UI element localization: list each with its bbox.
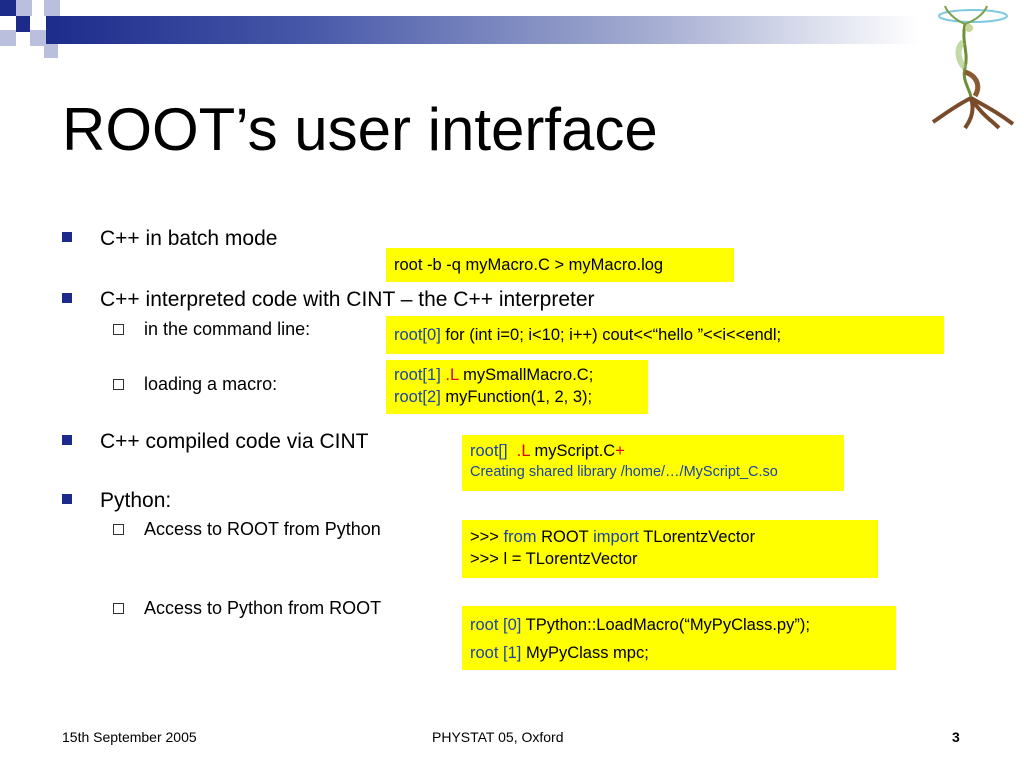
hollow-square-bullet-icon — [113, 323, 124, 335]
filled-square-bullet-icon — [62, 435, 72, 446]
hollow-square-bullet-icon — [113, 602, 124, 614]
subbullet-command-line: in the command line: — [113, 318, 310, 340]
code-line: root [1] MyPyClass mpc; — [470, 639, 888, 667]
code-box-macro: root[1] .L mySmallMacro.C; root[2] myFun… — [386, 360, 648, 414]
code-text: TLorentzVector — [638, 528, 756, 546]
code-box-pyroot: root [0] TPython::LoadMacro(“MyPyClass.p… — [462, 606, 896, 670]
bullet-python: Python: — [62, 488, 171, 514]
bullet-text: Python: — [100, 489, 172, 512]
code-box-compiled: root[] .L myScript.C+ Creating shared li… — [462, 435, 844, 491]
code-text: MyPyClass mpc; — [521, 644, 649, 662]
prompt-text: root[1] — [394, 366, 441, 384]
bullet-text: C++ interpreted code with CINT – the C++… — [100, 288, 595, 311]
prompt-text: root[] — [470, 442, 508, 460]
bullet-interpreted: C++ interpreted code with CINT – the C++… — [62, 287, 595, 313]
filled-square-bullet-icon — [62, 293, 72, 304]
subbullet-text: loading a macro: — [144, 374, 278, 394]
filled-square-bullet-icon — [62, 494, 72, 505]
deco-square — [0, 0, 16, 16]
code-line: root[] .L myScript.C+ — [470, 440, 836, 462]
keyword-text: .L — [516, 442, 530, 460]
code-text: myFunction(1, 2, 3); — [440, 388, 593, 406]
code-text: ROOT — [536, 528, 594, 546]
bullet-text: C++ compiled code via CINT — [100, 430, 369, 453]
subbullet-python-from-root: Access to Python from ROOT — [113, 597, 381, 619]
code-text: >>> l = TLorentzVector — [470, 550, 638, 568]
hollow-square-bullet-icon — [113, 523, 124, 535]
root-tree-figure-logo — [931, 5, 1015, 130]
deco-square — [16, 16, 32, 32]
code-text: TPython::LoadMacro(“MyPyClass.py”); — [521, 616, 810, 634]
hollow-square-bullet-icon — [113, 378, 124, 390]
compile-message: Creating shared library /home/…/MyScript… — [470, 464, 778, 480]
subbullet-loading-macro: loading a macro: — [113, 373, 277, 395]
deco-square — [0, 30, 16, 46]
header-gradient-bar — [40, 16, 920, 44]
code-text: root -b -q myMacro.C > myMacro.log — [394, 256, 664, 274]
deco-square — [44, 44, 58, 58]
deco-square — [44, 0, 60, 16]
bullet-text: C++ in batch mode — [100, 227, 278, 250]
bullet-compiled: C++ compiled code via CINT — [62, 429, 368, 455]
code-line: root [0] TPython::LoadMacro(“MyPyClass.p… — [470, 611, 888, 639]
deco-square — [30, 16, 46, 32]
filled-square-bullet-icon — [62, 232, 72, 243]
footer-event: PHYSTAT 05, Oxford — [432, 729, 564, 745]
code-line: root[2] myFunction(1, 2, 3); — [394, 386, 640, 408]
code-box-cmdline: root[0] for (int i=0; i<10; i++) cout<<“… — [386, 316, 944, 354]
code-box-python: >>> from ROOT import TLorentzVector >>> … — [462, 520, 878, 578]
subbullet-text: in the command line: — [144, 319, 311, 339]
prompt-text: root[2] — [394, 388, 441, 406]
plus-text: + — [615, 442, 625, 460]
code-line: root[1] .L mySmallMacro.C; — [394, 364, 640, 386]
prompt-text: root [0] — [470, 616, 522, 634]
keyword-text: from — [503, 528, 537, 546]
footer-page-number: 3 — [952, 729, 960, 745]
deco-square — [16, 0, 32, 16]
subbullet-text: Access to Python from ROOT — [144, 598, 382, 618]
code-box-batch: root -b -q myMacro.C > myMacro.log — [386, 248, 734, 282]
code-text: mySmallMacro.C; — [458, 366, 594, 384]
subbullet-root-from-python: Access to ROOT from Python — [113, 518, 381, 540]
code-text: for (int i=0; i<10; i++) cout<<“hello ”<… — [440, 326, 782, 344]
bullet-batch-mode: C++ in batch mode — [62, 226, 277, 252]
code-line: >>> from ROOT import TLorentzVector — [470, 526, 870, 548]
prompt-text: root[0] — [394, 326, 441, 344]
prompt-text: root [1] — [470, 644, 522, 662]
code-text: myScript.C — [529, 442, 616, 460]
code-text: >>> — [470, 528, 499, 546]
slide-title: ROOT’s user interface — [62, 96, 658, 163]
keyword-text: import — [593, 528, 639, 546]
deco-square — [30, 30, 46, 46]
footer-date: 15th September 2005 — [62, 729, 197, 745]
keyword-text: .L — [445, 366, 459, 384]
header-decoration — [0, 0, 1024, 60]
subbullet-text: Access to ROOT from Python — [144, 519, 381, 539]
